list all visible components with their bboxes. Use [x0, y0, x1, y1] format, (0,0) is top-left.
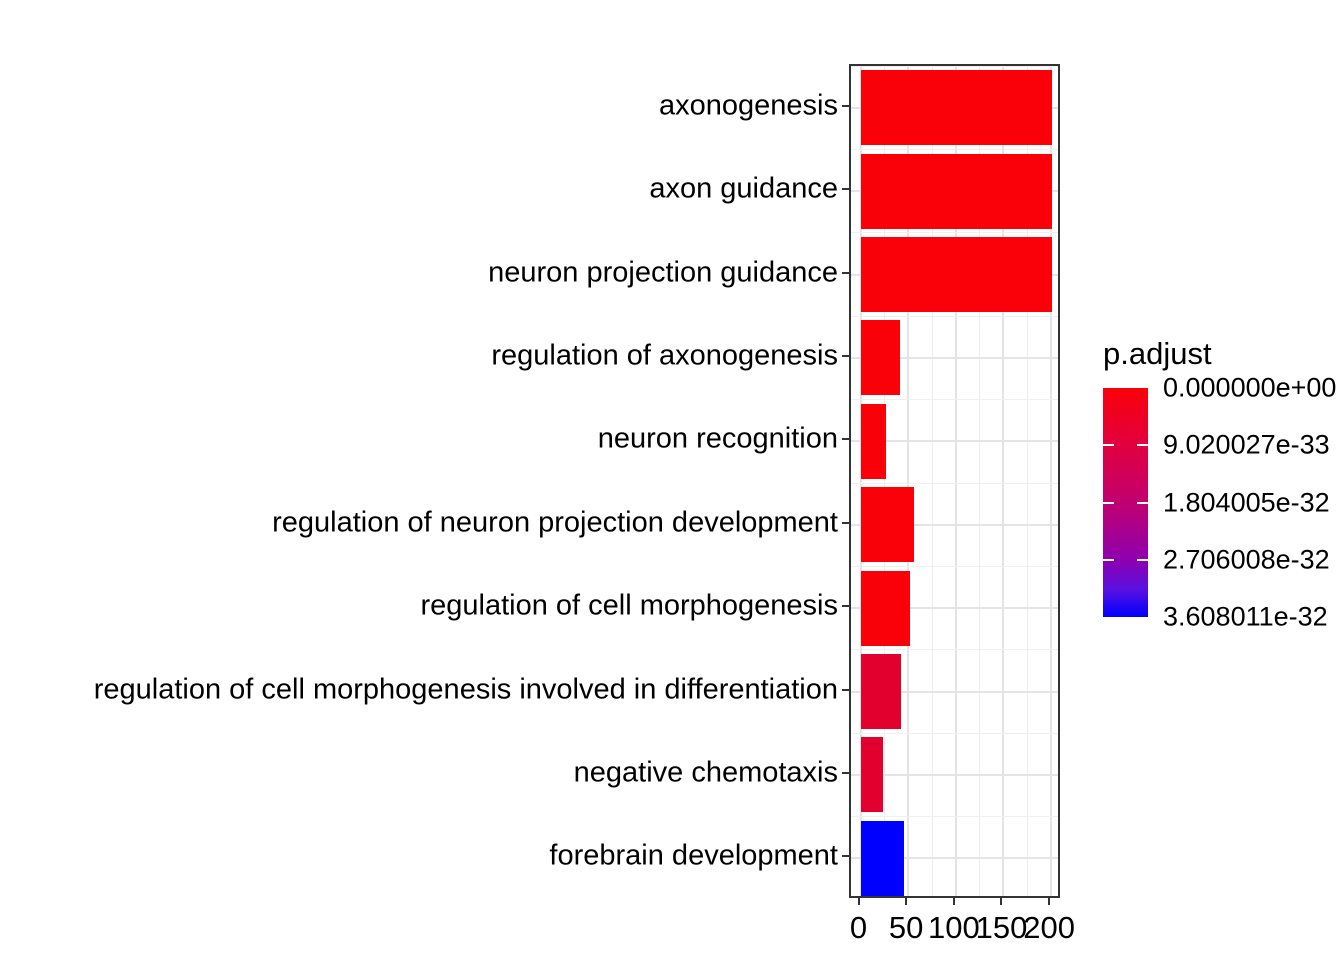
y-tick [842, 438, 849, 441]
bar-4 [860, 320, 900, 396]
grid-minor-y [851, 816, 1058, 818]
y-axis-label: axon guidance [649, 172, 838, 205]
x-tick [1048, 898, 1051, 905]
y-tick [842, 771, 849, 774]
y-axis-label: regulation of cell morphogenesis involve… [93, 673, 838, 705]
legend: p.adjust 0.000000e+00 9.020027e-33 1.80400… [1103, 336, 1343, 630]
y-tick [842, 188, 849, 191]
legend-break-label: 9.020027e-33 [1163, 429, 1330, 460]
y-axis-label: axonogenesis [659, 89, 838, 122]
grid-major-x [859, 66, 862, 896]
legend-colorbar [1103, 388, 1148, 617]
y-axis-label: neuron projection guidance [488, 256, 838, 288]
x-axis-label: 50 [888, 910, 924, 945]
grid-minor-x [883, 66, 885, 896]
grid-major-x [1002, 66, 1005, 896]
grid-major-y [851, 857, 1058, 860]
y-tick [842, 104, 849, 107]
bar-5 [860, 403, 887, 479]
grid-minor-x [979, 66, 981, 896]
grid-minor-x [1026, 66, 1028, 896]
grid-major-y [851, 356, 1058, 359]
y-axis-label: regulation of neuron projection developm… [272, 506, 838, 539]
y-axis-label: negative chemotaxis [573, 756, 838, 789]
bar-1 [860, 70, 1053, 146]
plot-panel [849, 64, 1060, 898]
y-axis-label: regulation of cell morphogenesis [420, 589, 838, 622]
grid-major-y [851, 440, 1058, 443]
grid-minor-y [851, 148, 1058, 150]
x-tick [905, 898, 908, 905]
y-tick [842, 521, 849, 524]
bar-6 [860, 487, 914, 563]
colorbar-break-tick [1137, 444, 1148, 447]
y-tick [842, 605, 849, 608]
grid-minor-y [851, 482, 1058, 484]
legend-break-label: 1.804005e-32 [1163, 487, 1330, 517]
grid-major-y [851, 690, 1058, 693]
grid-major-y [851, 523, 1058, 526]
grid-major-x [1050, 66, 1053, 896]
grid-minor-y [851, 649, 1058, 651]
y-axis-label: forebrain development [549, 839, 838, 872]
grid-minor-y [851, 232, 1058, 234]
colorbar-break-tick [1137, 558, 1148, 561]
x-tick [952, 898, 955, 905]
x-tick [857, 898, 860, 905]
x-axis-label: 100 [927, 910, 980, 945]
x-axis-label: 0 [849, 910, 868, 945]
bar-8 [860, 654, 902, 729]
legend-break-label: 3.608011e-32 [1163, 601, 1328, 632]
grid-major-x [907, 66, 910, 896]
colorbar-break-tick [1103, 444, 1114, 447]
grid-minor-y [851, 399, 1058, 401]
x-axis-label: 150 [975, 910, 1028, 945]
bar-3 [860, 237, 1053, 312]
legend-break-label: 2.706008e-32 [1163, 544, 1330, 575]
bar-9 [860, 737, 884, 813]
bar-2 [860, 153, 1053, 229]
bar-7 [860, 570, 911, 646]
x-axis-label: 200 [1023, 910, 1075, 945]
grid-minor-y [851, 315, 1058, 317]
y-tick [842, 354, 849, 357]
y-axis-label: neuron recognition [597, 422, 838, 455]
grid-minor-y [851, 66, 1058, 67]
grid-major-y [851, 773, 1058, 776]
plot-panel-inner [851, 66, 1058, 896]
colorbar-break-tick [1103, 501, 1114, 504]
grid-major-y [851, 607, 1058, 610]
colorbar-break-tick [1103, 558, 1114, 561]
y-tick [842, 855, 849, 858]
y-tick [842, 688, 849, 691]
y-tick [842, 271, 849, 274]
x-tick [1000, 898, 1003, 905]
grid-major-x [954, 66, 957, 896]
y-axis-label: regulation of axonogenesis [491, 339, 838, 372]
legend-break-label: 0.000000e+00 [1163, 372, 1337, 403]
bar-10 [860, 820, 905, 896]
colorbar-break-tick [1137, 501, 1148, 504]
grid-minor-y [851, 732, 1058, 734]
grid-minor-y [851, 565, 1058, 567]
grid-minor-x [931, 66, 933, 896]
legend-title: p.adjust [1103, 336, 1212, 371]
